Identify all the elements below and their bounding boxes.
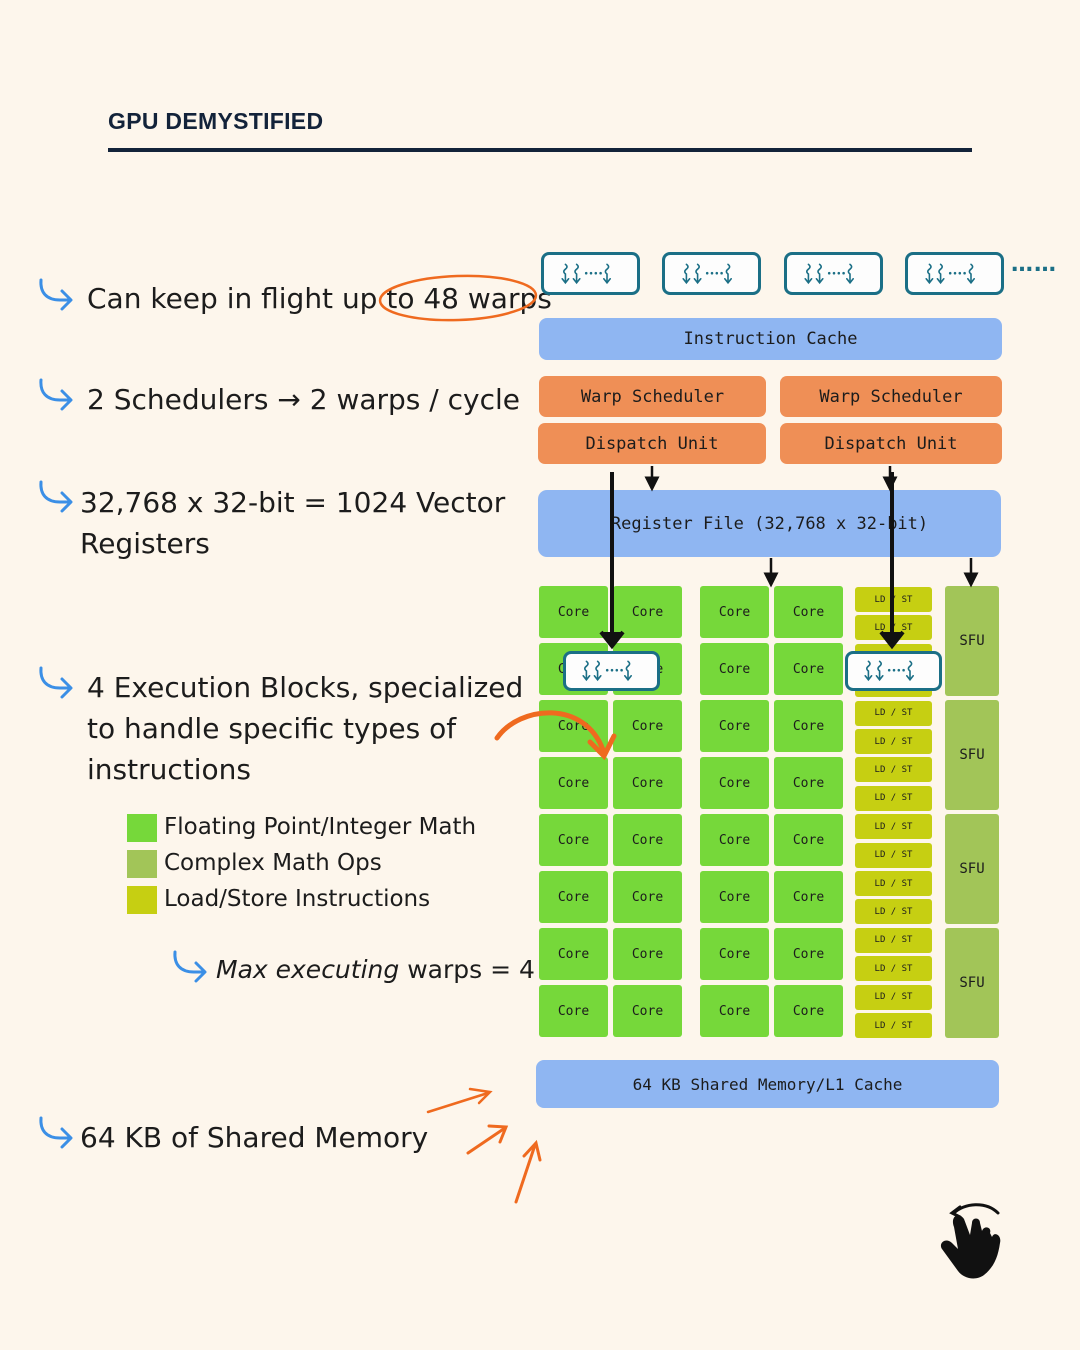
legend-swatch-fp-int bbox=[127, 814, 157, 842]
warp-scheduler-1: Warp Scheduler bbox=[539, 376, 766, 417]
max-executing-warps: Max executing warps = 4 bbox=[216, 955, 535, 984]
bullet-schedulers: 2 Schedulers → 2 warps / cycle bbox=[87, 383, 520, 416]
bullet-warps: Can keep in flight up to 48 warps bbox=[87, 282, 552, 315]
max-executing-rest: warps = 4 bbox=[399, 955, 535, 984]
dispatch-arrows bbox=[599, 472, 905, 650]
warp-scheduler-2: Warp Scheduler bbox=[780, 376, 1002, 417]
bullet-registers-line1: 32,768 x 32-bit = 1024 Vector bbox=[80, 486, 506, 519]
register-file: Register File (32,768 x 32-bit) bbox=[538, 490, 1001, 557]
shared-memory-l1-cache: 64 KB Shared Memory/L1 Cache bbox=[536, 1060, 999, 1108]
bullet-exec-line2: to handle specific types of bbox=[87, 712, 457, 745]
warp-box bbox=[905, 252, 1004, 295]
dispatch-unit-1: Dispatch Unit bbox=[538, 423, 766, 464]
legend-swatch-ldst bbox=[127, 886, 157, 914]
legend-label-complex: Complex Math Ops bbox=[164, 850, 382, 876]
dispatch-unit-2: Dispatch Unit bbox=[780, 423, 1002, 464]
legend-label-ldst: Load/Store Instructions bbox=[164, 886, 431, 912]
orange-annotations bbox=[378, 274, 617, 1204]
small-arrows bbox=[644, 466, 979, 588]
more-warps-ellipsis: …… bbox=[1011, 252, 1057, 277]
max-executing-italic: Max executing bbox=[216, 955, 400, 984]
bullet-shared-memory: 64 KB of Shared Memory bbox=[80, 1121, 429, 1154]
header-rule bbox=[108, 148, 972, 152]
bullet-registers-line2: Registers bbox=[80, 527, 210, 560]
instruction-cache: Instruction Cache bbox=[539, 318, 1002, 360]
legend-label-fp-int: Floating Point/Integer Math bbox=[164, 814, 477, 840]
bullet-exec-line1: 4 Execution Blocks, specialized bbox=[87, 671, 524, 704]
warp-box bbox=[662, 252, 761, 295]
legend-swatch-complex bbox=[127, 850, 157, 878]
warp-box bbox=[784, 252, 883, 295]
warp-box bbox=[541, 252, 640, 295]
page-title: GPU DEMYSTIFIED bbox=[108, 108, 324, 134]
bullet-exec-line3: instructions bbox=[87, 753, 251, 786]
swipe-hand-icon bbox=[940, 1203, 1001, 1279]
